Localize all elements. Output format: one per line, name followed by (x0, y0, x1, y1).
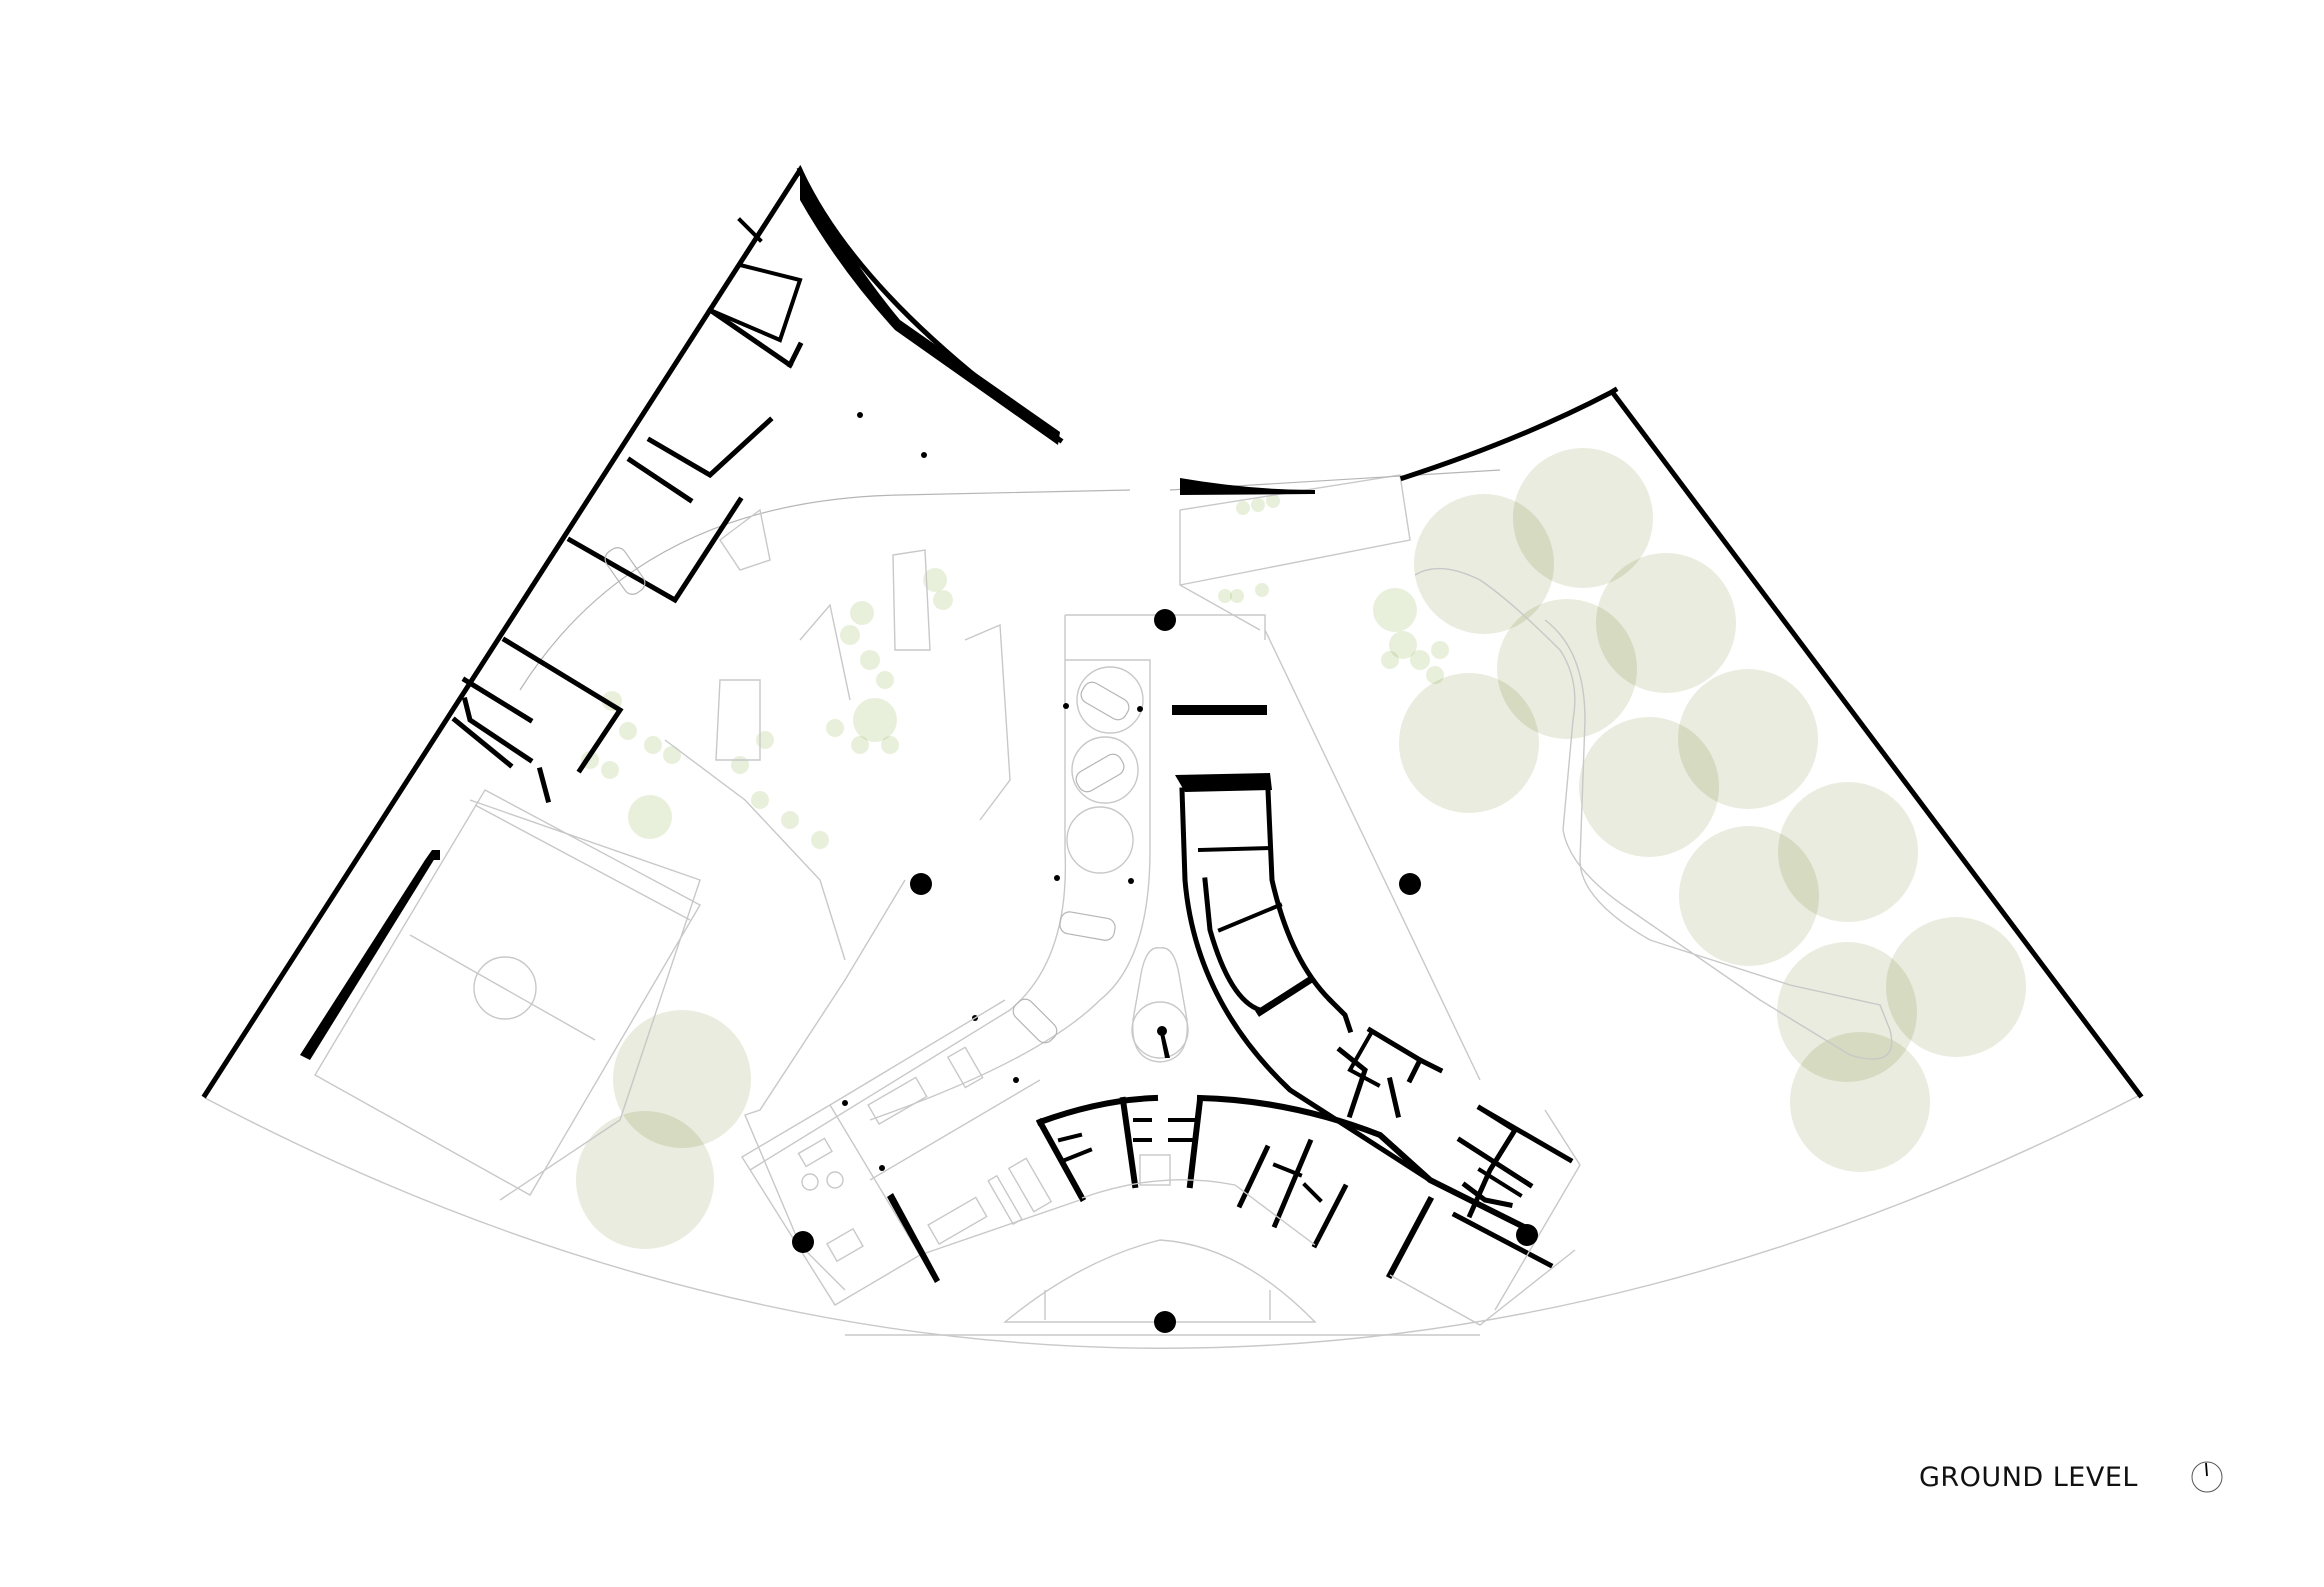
site-boundary-arc (204, 1094, 2141, 1349)
north-arrow-icon (2191, 1461, 2223, 1493)
plan-title: GROUND LEVEL (1919, 1462, 2138, 1493)
east-wing (1172, 705, 1581, 1311)
south-wing (1035, 1094, 1576, 1326)
living-block (741, 999, 1081, 1306)
pool-area (1003, 1239, 1317, 1323)
parking-area (604, 412, 1144, 1171)
shrubs (581, 494, 1449, 849)
spiral-staircase (1131, 947, 1189, 1063)
structural-columns (792, 609, 1538, 1333)
northwest-wing (201, 164, 1064, 1099)
north-arc-walls (1180, 386, 2144, 1099)
tree-canopies (576, 448, 2026, 1249)
site-linework (314, 469, 1893, 1336)
plan-title-block: GROUND LEVEL (1919, 1462, 2138, 1493)
